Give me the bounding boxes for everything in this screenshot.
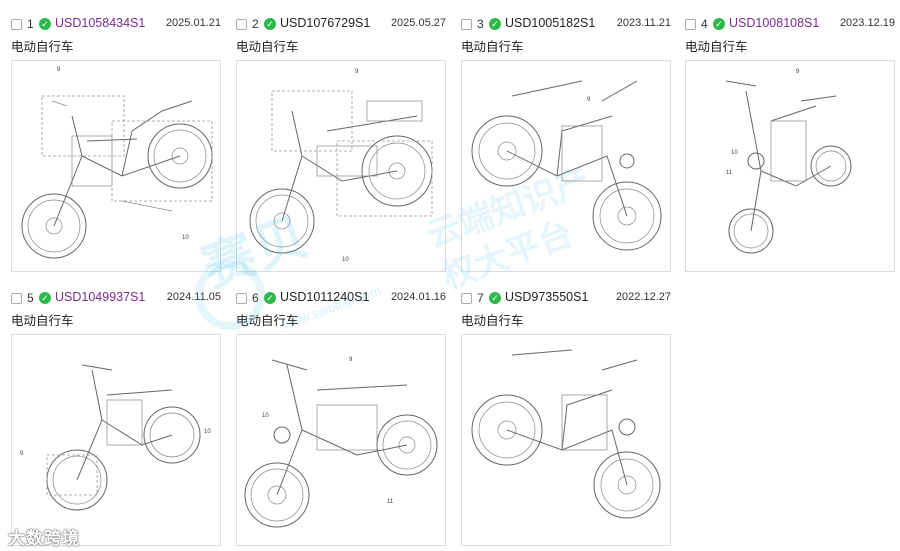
label-text: 9 (355, 69, 359, 75)
label-text: 11 (726, 170, 733, 176)
patent-title: 电动自行车 (236, 40, 299, 54)
patent-title: 电动自行车 (461, 314, 524, 328)
e-bike-drawing: 9 10 (249, 69, 433, 263)
patent-date: 2023.12.19 (839, 17, 895, 29)
label-text: 10 (182, 235, 189, 241)
e-bike-drawing: 9 10 (20, 364, 211, 511)
check-circle-icon: ✓ (264, 292, 276, 304)
checkbox-icon[interactable] (11, 19, 22, 30)
e-bike-drawing: 9 10 11 (244, 357, 438, 528)
label-text: 10 (204, 429, 211, 435)
patent-date: 2023.11.21 (616, 17, 671, 29)
checkbox-icon[interactable] (236, 293, 247, 304)
label-text: 9 (20, 451, 24, 457)
result-index: 3 (477, 17, 484, 31)
check-circle-icon: ✓ (39, 292, 51, 304)
result-index: 2 (252, 17, 259, 31)
result-index: 6 (252, 291, 259, 305)
result-index: 4 (701, 17, 708, 31)
patent-title: 电动自行车 (236, 314, 299, 328)
checkbox-icon[interactable] (461, 293, 472, 304)
check-circle-icon: ✓ (264, 18, 276, 30)
patent-date: 2024.11.05 (166, 291, 221, 303)
patent-id-link[interactable]: USD1058434S1 (55, 16, 146, 30)
patent-id-link[interactable]: USD1076729S1 (280, 16, 371, 30)
patent-drawing[interactable] (461, 334, 671, 546)
result-card-5: 5 ✓ USD1049937S1 2024.11.05 电动自行车 9 10 (11, 288, 221, 546)
checkbox-icon[interactable] (11, 293, 22, 304)
patent-title: 电动自行车 (11, 314, 74, 328)
patent-drawing[interactable]: 9 10 (11, 60, 221, 272)
patent-id-link[interactable]: USD1011240S1 (280, 290, 370, 304)
patent-date: 2024.01.16 (390, 291, 446, 303)
label-text: 9 (57, 67, 61, 73)
card-header: 6 ✓ USD1011240S1 2024.01.16 (236, 288, 446, 310)
label-text: 9 (349, 357, 353, 363)
label-text: 9 (796, 69, 800, 75)
checkbox-icon[interactable] (461, 19, 472, 30)
patent-id-link[interactable]: USD1049937S1 (55, 290, 146, 304)
patent-drawing[interactable]: 9 10 11 (236, 334, 446, 546)
footer-logo: 大数跨境 (8, 529, 80, 548)
result-card-1: 1 ✓ USD1058434S1 2025.01.21 电动自行车 9 10 (11, 14, 221, 272)
result-index: 5 (27, 291, 34, 305)
patent-title: 电动自行车 (11, 40, 74, 54)
patent-id-link[interactable]: USD1005182S1 (505, 16, 596, 30)
e-bike-drawing: 9 10 (21, 67, 213, 259)
label-text: 10 (262, 413, 269, 419)
patent-drawing[interactable]: 9 10 (11, 334, 221, 546)
check-circle-icon: ✓ (489, 292, 501, 304)
patent-id-link[interactable]: USD1008108S1 (729, 16, 820, 30)
patent-drawing[interactable]: 9 10 (236, 60, 446, 272)
result-card-3: 3 ✓ USD1005182S1 2023.11.21 电动自行车 9 (461, 14, 671, 272)
e-bike-drawing: 9 10 11 (725, 69, 852, 254)
check-circle-icon: ✓ (713, 18, 725, 30)
card-header: 7 ✓ USD973550S1 2022.12.27 (461, 288, 671, 310)
card-header: 1 ✓ USD1058434S1 2025.01.21 (11, 14, 221, 36)
result-card-4: 4 ✓ USD1008108S1 2023.12.19 电动自行车 9 10 1… (685, 14, 895, 272)
label-text: 10 (342, 257, 349, 263)
label-text: 11 (387, 499, 394, 505)
card-header: 5 ✓ USD1049937S1 2024.11.05 (11, 288, 221, 310)
result-card-2: 2 ✓ USD1076729S1 2025.05.27 电动自行车 9 10 (236, 14, 446, 272)
patent-date: 2025.05.27 (390, 17, 446, 29)
label-text: 9 (587, 97, 591, 103)
patent-title: 电动自行车 (461, 40, 524, 54)
label-text: 10 (731, 150, 738, 156)
patent-id-link[interactable]: USD973550S1 (505, 290, 589, 304)
e-bike-drawing (471, 349, 661, 519)
checkbox-icon[interactable] (236, 19, 247, 30)
result-index: 7 (477, 291, 484, 305)
result-card-7: 7 ✓ USD973550S1 2022.12.27 电动自行车 (461, 288, 671, 546)
card-header: 2 ✓ USD1076729S1 2025.05.27 (236, 14, 446, 36)
card-header: 3 ✓ USD1005182S1 2023.11.21 (461, 14, 671, 36)
patent-title: 电动自行车 (685, 40, 748, 54)
patent-drawing[interactable]: 9 10 11 (685, 60, 895, 272)
check-circle-icon: ✓ (489, 18, 501, 30)
patent-drawing[interactable]: 9 (461, 60, 671, 272)
result-index: 1 (27, 17, 34, 31)
patent-date: 2022.12.27 (615, 291, 671, 303)
patent-date: 2025.01.21 (165, 17, 221, 29)
e-bike-drawing: 9 (471, 80, 662, 251)
result-card-6: 6 ✓ USD1011240S1 2024.01.16 电动自行车 9 10 1… (236, 288, 446, 546)
card-header: 4 ✓ USD1008108S1 2023.12.19 (685, 14, 895, 36)
checkbox-icon[interactable] (685, 19, 696, 30)
check-circle-icon: ✓ (39, 18, 51, 30)
